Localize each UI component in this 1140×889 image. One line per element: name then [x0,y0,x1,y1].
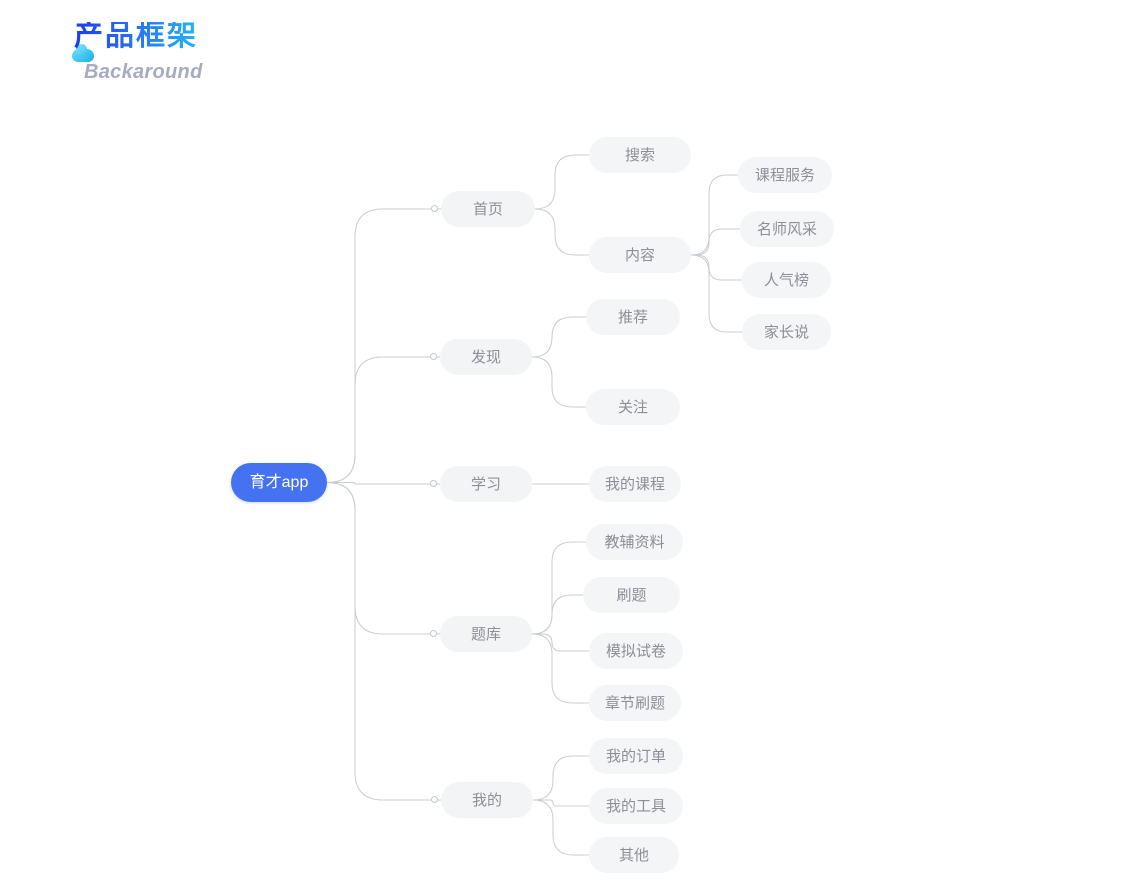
mindmap-node-mine[interactable]: 我的 [441,782,533,818]
mindmap-link [326,356,441,483]
mindmap-link [326,482,441,635]
mindmap-link [534,154,590,210]
mindmap-link [531,356,587,408]
mindmap-node-course_svc[interactable]: 课程服务 [738,157,832,193]
mindmap-link [531,541,587,635]
page-subtitle: Backaround [84,61,203,83]
mindmap-node-others[interactable]: 其他 [589,837,679,873]
node-label: 其他 [618,846,649,864]
node-label: 家长说 [763,323,809,341]
mindmap-link [534,208,590,256]
connector-dot-discover [430,353,437,360]
connector-dot-mine [431,796,438,803]
page-header: 产品框架 Backaround [72,20,394,92]
node-label: 我的 [471,791,502,809]
node-label: 人气榜 [763,271,809,289]
connector-dot-home [431,205,438,212]
mindmap-node-parents[interactable]: 家长说 [742,314,831,350]
node-label: 章节刷题 [604,694,665,712]
mindmap-node-search[interactable]: 搜索 [589,137,691,173]
mindmap-node-materials[interactable]: 教辅资料 [586,524,683,560]
mindmap-link [532,799,590,856]
mindmap-link [531,316,587,358]
node-label: 刷题 [616,586,647,604]
node-label: 我的课程 [604,475,665,493]
mindmap-link [690,254,743,281]
mindmap-link [531,594,584,635]
node-label: 推荐 [617,308,648,326]
connector-dot-bank [430,630,437,637]
mindmap-link [531,633,590,652]
mindmap-node-home[interactable]: 首页 [441,191,535,227]
mindmap-node-content[interactable]: 内容 [589,237,691,273]
node-label: 内容 [624,246,655,264]
mindmap-node-orders[interactable]: 我的订单 [589,738,683,774]
node-label: 关注 [617,398,648,416]
mindmap-link [326,482,442,801]
mindmap-node-chapter[interactable]: 章节刷题 [589,685,681,721]
node-label: 学习 [470,475,501,493]
mindmap-node-mockexam[interactable]: 模拟试卷 [589,633,683,669]
mindmap-link [690,254,743,333]
mindmap-link [326,482,441,485]
mindmap-node-recommend[interactable]: 推荐 [586,299,680,335]
mindmap-node-bank[interactable]: 题库 [440,616,532,652]
node-label: 搜索 [624,146,655,164]
mindmap-link [532,799,590,807]
mindmap-node-popular[interactable]: 人气榜 [742,262,831,298]
mindmap-node-study[interactable]: 学习 [440,466,532,502]
mindmap-link [690,174,739,256]
node-label: 课程服务 [754,166,815,184]
cloud-icon [72,44,94,62]
node-label: 教辅资料 [604,533,665,551]
node-label: 发现 [470,348,501,366]
mindmap-node-practice[interactable]: 刷题 [583,577,680,613]
node-label: 我的订单 [605,747,666,765]
page-title: 产品框架 [74,20,199,52]
mindmap-node-tools[interactable]: 我的工具 [589,788,683,824]
node-label: 首页 [472,200,503,218]
node-label: 育才app [249,473,309,491]
mindmap-link [532,755,590,801]
mindmap-link [326,208,442,483]
mindmap-node-follow[interactable]: 关注 [586,389,680,425]
node-label: 我的工具 [605,797,666,815]
mindmap-node-mycourse[interactable]: 我的课程 [589,466,681,502]
mindmap-node-discover[interactable]: 发现 [440,339,532,375]
node-label: 题库 [470,625,501,643]
mindmap-node-teachers[interactable]: 名师风采 [740,211,834,247]
mindmap-root-node[interactable]: 育才app [231,463,327,502]
mindmap-link [690,228,741,256]
connector-dot-study [430,480,437,487]
node-label: 模拟试卷 [605,642,666,660]
node-label: 名师风采 [756,220,817,238]
mindmap-link [531,633,590,704]
